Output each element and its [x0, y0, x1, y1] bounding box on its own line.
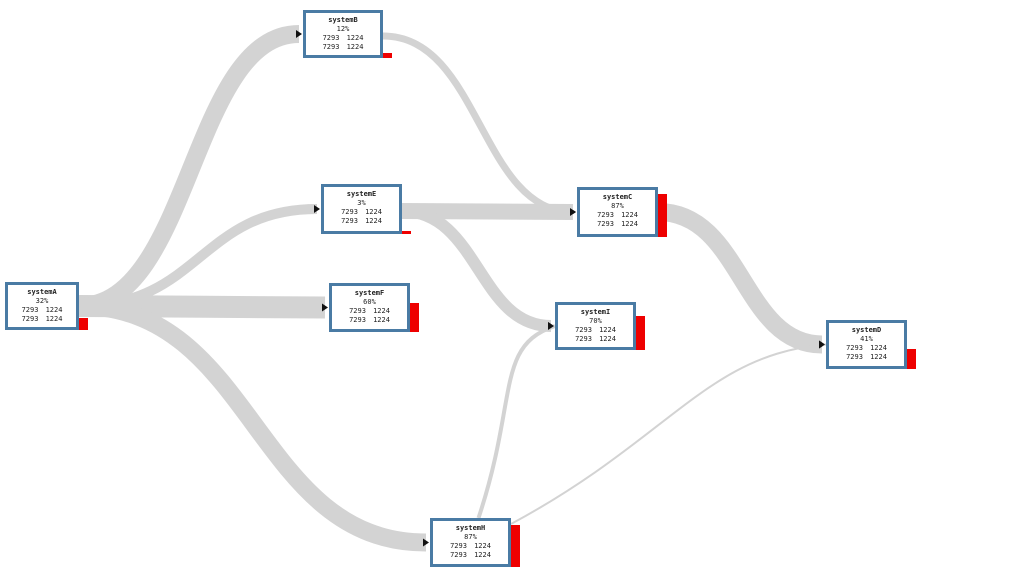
node-stats-row: 7293 1224	[558, 335, 633, 344]
node-name: systemB	[328, 16, 358, 24]
node-stat-value: 1224	[599, 335, 616, 343]
node-stats-row: 7293 1224	[324, 208, 399, 217]
node-stat-value: 7293	[349, 316, 366, 324]
node-stat-value: 1224	[621, 211, 638, 219]
node-name: systemI	[580, 308, 611, 316]
node-stat-value: 7293	[341, 217, 358, 225]
node-level-bar	[907, 349, 916, 369]
arrowhead-icon	[314, 205, 320, 213]
node-level-bar	[636, 316, 645, 350]
node-level-bar	[402, 231, 411, 234]
node-stats-row: 7293 1224	[306, 34, 380, 43]
node-stat-value: 7293	[846, 353, 863, 361]
node-stat-value: 1224	[346, 34, 364, 42]
node-stat-value: 1224	[870, 353, 887, 361]
node-percent: 60%	[363, 298, 376, 306]
node-name: systemC	[602, 193, 633, 201]
node-name: systemD	[851, 326, 882, 334]
node-stats-row: 7293 1224	[829, 344, 904, 353]
node-stat-value: 7293	[349, 307, 366, 315]
node-name: systemE	[346, 190, 377, 198]
node-stat-value: 1224	[365, 208, 382, 216]
node-stat-value: 1224	[45, 315, 63, 323]
node-stat-value: 7293	[21, 315, 39, 323]
arrowhead-icon	[819, 340, 825, 349]
node-stat-value: 7293	[597, 220, 614, 228]
node-stats-row: 7293 1224	[580, 211, 655, 220]
link-systemC-systemD	[657, 203, 823, 354]
node-stat-value: 1224	[870, 344, 887, 352]
node-stats-row: 7293 1224	[332, 316, 407, 325]
node-stat-value: 7293	[341, 208, 358, 216]
node-stat-value: 7293	[597, 211, 614, 219]
node-stats-row: 7293 1224	[324, 217, 399, 226]
node-level-bar	[658, 194, 667, 237]
node-stats-row: 7293 1224	[580, 220, 655, 229]
arrowhead-icon	[296, 30, 302, 38]
node-level-bar	[383, 53, 392, 58]
node-stat-value: 1224	[346, 43, 364, 51]
node-stat-value: 1224	[474, 542, 491, 550]
node-stat-value: 7293	[322, 34, 340, 42]
node-stat-value: 7293	[450, 551, 467, 559]
node-stat-value: 7293	[450, 542, 467, 550]
node-stat-value: 7293	[575, 335, 592, 343]
node-stat-value: 7293	[846, 344, 863, 352]
node-stat-value: 7293	[575, 326, 592, 334]
node-level-bar	[511, 525, 520, 567]
node-stat-value: 7293	[322, 43, 340, 51]
node-stat-value: 1224	[365, 217, 382, 225]
node-stat-value: 1224	[599, 326, 616, 334]
node-stats-row: 7293 1224	[558, 326, 633, 335]
node-stats-row: 7293 1224	[433, 551, 508, 560]
node-stat-value: 1224	[373, 316, 390, 324]
node-percent: 70%	[589, 317, 602, 325]
node-level-bar	[410, 303, 419, 332]
node-percent: 12%	[336, 25, 350, 33]
arrowhead-icon	[548, 322, 554, 330]
node-stats-row: 7293 1224	[8, 306, 76, 315]
arrowhead-icon	[423, 538, 429, 547]
node-name: systemA	[27, 288, 57, 296]
link-systemE-systemI	[401, 205, 552, 332]
link-systemH-systemD	[510, 343, 827, 525]
node-percent: 41%	[860, 335, 873, 343]
node-level-bar	[79, 318, 88, 330]
node-stat-value: 1224	[45, 306, 63, 314]
node-stat-value: 1224	[373, 307, 390, 315]
node-stat-value: 1224	[474, 551, 491, 559]
node-percent: 87%	[611, 202, 624, 210]
link-systemB-systemC	[382, 32, 574, 216]
node-percent: 87%	[464, 533, 477, 541]
link-systemH-systemI	[476, 324, 556, 519]
node-name: systemF	[354, 289, 385, 297]
node-stat-value: 1224	[621, 220, 638, 228]
node-percent: 3%	[357, 199, 366, 207]
links-layer	[78, 25, 827, 552]
node-stats-row: 7293 1224	[306, 43, 380, 52]
link-systemA-systemB	[78, 25, 300, 315]
link-systemA-systemH	[78, 297, 427, 552]
node-stats-row: 7293 1224	[332, 307, 407, 316]
node-stat-value: 7293	[21, 306, 39, 314]
node-stats-row: 7293 1224	[433, 542, 508, 551]
arrowhead-icon	[322, 303, 328, 312]
node-percent: 32%	[35, 297, 49, 305]
node-stats-row: 7293 1224	[829, 353, 904, 362]
node-stats-row: 7293 1224	[8, 315, 76, 324]
node-name: systemH	[455, 524, 486, 532]
arrowhead-icon	[570, 208, 576, 216]
